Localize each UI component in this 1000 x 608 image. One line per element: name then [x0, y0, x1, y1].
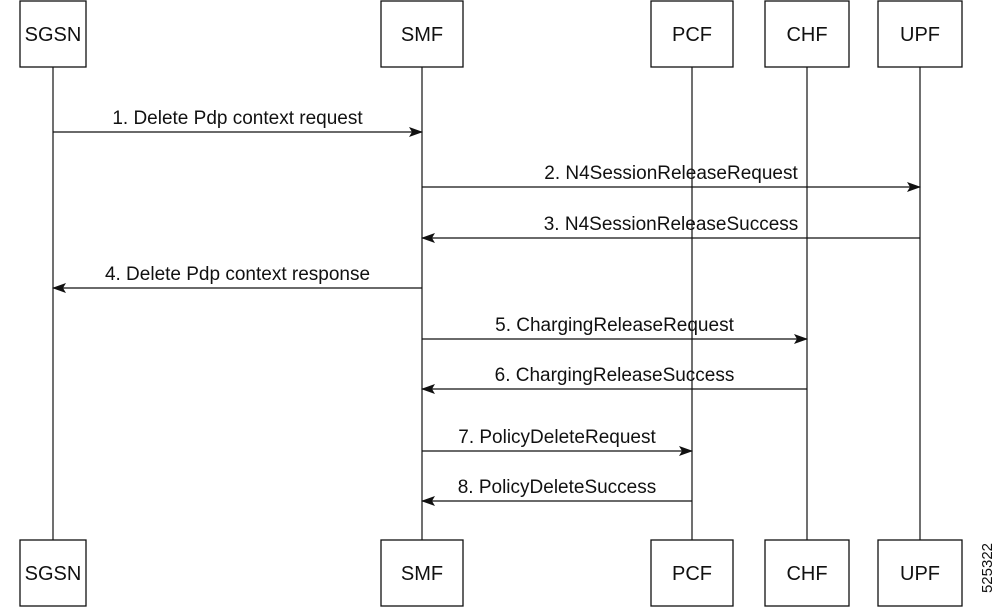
participant-box — [19, 539, 87, 607]
participant-box — [877, 0, 963, 68]
participant-pcf-bottom: PCF — [650, 539, 734, 607]
message-label: 3. N4SessionReleaseSuccess — [544, 214, 799, 235]
lifelines — [52, 67, 921, 540]
participant-label: UPF — [900, 563, 940, 585]
message-4: 4. Delete Pdp context response — [52, 264, 422, 293]
participant-label: CHF — [786, 563, 827, 585]
participant-upf-bottom: UPF — [877, 539, 963, 607]
message-label: 2. N4SessionReleaseRequest — [544, 163, 798, 184]
participant-box — [380, 0, 464, 68]
participant-box — [650, 539, 734, 607]
message-2: 2. N4SessionReleaseRequest — [422, 163, 921, 192]
message-label: 5. ChargingReleaseRequest — [495, 315, 734, 336]
message-1: 1. Delete Pdp context request — [53, 108, 423, 137]
participant-sgsn-bottom: SGSN — [19, 539, 87, 607]
participant-sgsn-top: SGSN — [19, 0, 87, 68]
participant-box — [650, 0, 734, 68]
participant-label: SGSN — [25, 563, 82, 585]
participant-box — [764, 0, 850, 68]
participant-label: UPF — [900, 24, 940, 46]
messages: 1. Delete Pdp context request 2. N4Sessio… — [52, 108, 921, 506]
participant-chf-bottom: CHF — [764, 539, 850, 607]
message-3: 3. N4SessionReleaseSuccess — [421, 214, 920, 243]
participant-label: SMF — [401, 563, 443, 585]
message-label: 8. PolicyDeleteSuccess — [458, 477, 657, 498]
participant-smf-bottom: SMF — [380, 539, 464, 607]
participant-label: CHF — [786, 24, 827, 46]
message-label: 7. PolicyDeleteRequest — [458, 427, 656, 448]
participant-box — [877, 539, 963, 607]
participant-label: SMF — [401, 24, 443, 46]
participant-upf-top: UPF — [877, 0, 963, 68]
message-label: 6. ChargingReleaseSuccess — [495, 365, 735, 386]
participant-box — [380, 539, 464, 607]
message-label: 4. Delete Pdp context response — [105, 264, 370, 285]
participant-label: SGSN — [25, 24, 82, 46]
message-8: 8. PolicyDeleteSuccess — [421, 477, 692, 506]
message-6: 6. ChargingReleaseSuccess — [421, 365, 807, 394]
participant-label: PCF — [672, 24, 712, 46]
message-5: 5. ChargingReleaseRequest — [422, 315, 808, 344]
participants: SGSN SGSN SMF SMF PCF PCF CHF CHF UPF UPF — [19, 0, 963, 607]
message-7: 7. PolicyDeleteRequest — [422, 427, 693, 456]
participant-smf-top: SMF — [380, 0, 464, 68]
participant-box — [764, 539, 850, 607]
participant-label: PCF — [672, 563, 712, 585]
participant-pcf-top: PCF — [650, 0, 734, 68]
participant-box — [19, 0, 87, 68]
figure-id: 525322 — [979, 543, 996, 593]
participant-chf-top: CHF — [764, 0, 850, 68]
message-label: 1. Delete Pdp context request — [112, 108, 363, 129]
